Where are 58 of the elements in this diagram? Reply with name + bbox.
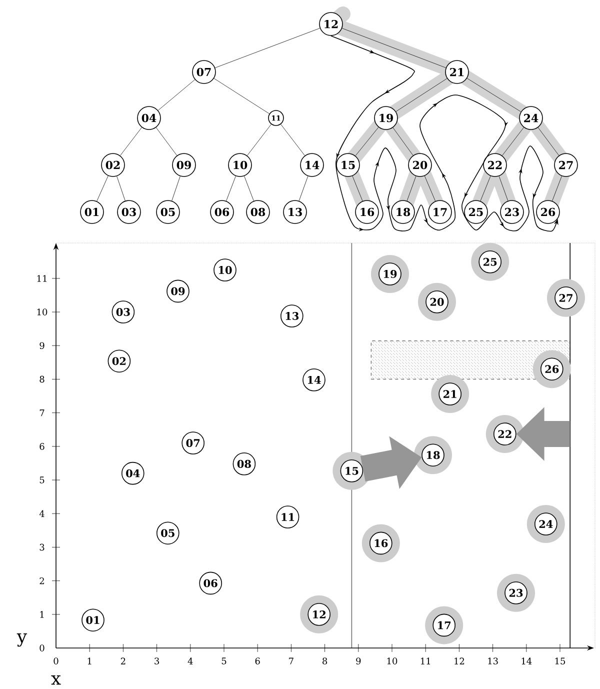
tick-label: 0 [54,658,58,664]
tree-edge [502,127,524,156]
tree-edge [172,176,180,201]
tick-label: 7 [40,410,44,416]
tick-label: 6 [40,443,44,450]
axis-label: x [51,675,61,685]
tick-label: 9 [356,658,361,664]
tree-edge [214,28,320,68]
tick-label: 3 [154,658,159,664]
tree-edge [355,127,379,156]
tree-edge [396,78,448,112]
tree-edge [352,176,363,202]
tick-label: 5 [222,658,226,664]
tick-label: 14 [522,658,532,664]
tree-edge [424,176,436,202]
tick-label: 11 [420,658,430,664]
tree-edge [480,176,491,202]
tick-label: 10 [387,658,398,664]
tick-label: 11 [37,275,46,282]
tick-label: 4 [188,658,193,664]
tree-edge [120,127,142,156]
tree-edge [226,176,236,202]
tree-edge [244,176,254,202]
tree-edge [538,127,560,156]
tree-edge [466,78,522,112]
tick-label: 8 [40,376,44,383]
tree-edge [298,176,308,202]
tick-label: 15 [555,658,566,664]
tick-label: 12 [454,658,464,664]
tick-label: 9 [40,342,44,349]
tick-label: 4 [39,510,44,517]
tick-label: 7 [289,658,294,664]
tree-edge [342,28,446,68]
tree-edge [280,124,305,156]
tree-edge [247,124,272,156]
axis-label: y [16,633,28,647]
tick-label: 3 [40,544,44,551]
tick-label: 2 [120,658,126,664]
tick-label: 13 [488,658,498,664]
tick-label: 1 [40,611,44,618]
tree-edge [116,176,126,201]
tree-edge [96,176,108,202]
tree-edge [158,79,196,111]
tree-edge [156,127,178,156]
tick-label: 6 [255,658,260,664]
tree-edge [406,176,416,202]
hatched-region [370,340,570,380]
traversal-arrow [330,36,558,232]
tree-edge [214,78,270,114]
tree-edge [552,176,562,202]
tick-label: 0 [40,644,44,652]
tick-label: 5 [40,476,44,484]
tree-edge [392,127,414,156]
tree-edge [498,176,508,202]
tick-label: 1 [88,658,92,664]
tick-label: 2 [40,577,44,584]
tick-label: 10 [37,308,48,316]
tick-label: 8 [322,658,328,664]
